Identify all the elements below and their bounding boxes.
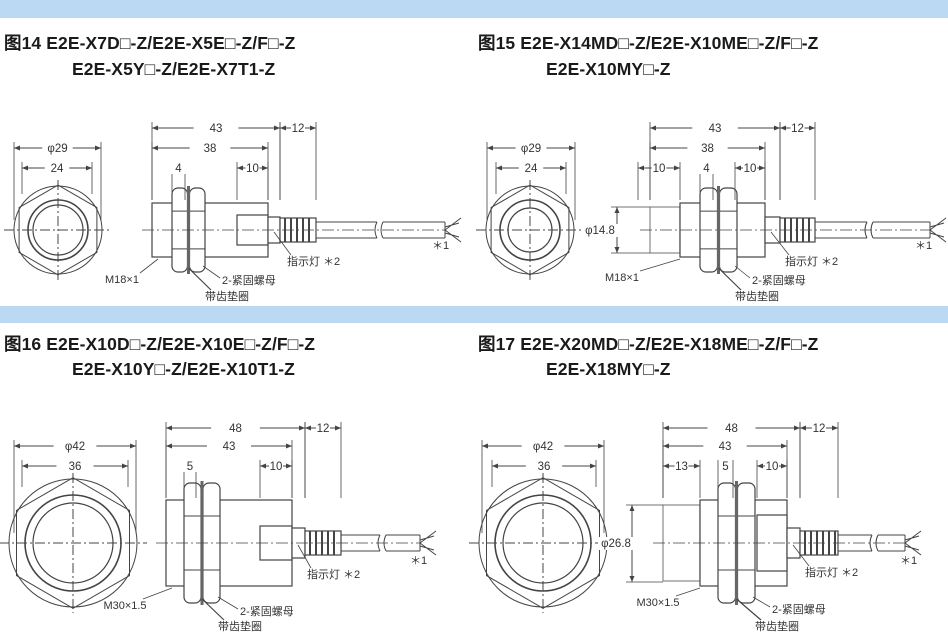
cable-length-label: 12 [317,423,330,435]
cable-note-label: ＊1 [915,240,932,252]
lock-nut-label: 2-紧固螺母 [240,605,294,618]
top-band [0,0,948,18]
dimension-label: 24 [525,163,538,175]
figure-16-title-line1: 图16 E2E-X10D□-Z/E2E-X10E□-Z/F□-Z [4,334,316,354]
front-view: φ29 24 [476,142,584,280]
figure-17-title-line1: 图17 E2E-X20MD□-Z/E2E-X18ME□-Z/F□-Z [478,334,819,354]
washer-label: 带齿垫圈 [205,289,249,303]
dimension-label: φ42 [533,441,553,453]
sensing-head-length-label: 10 [653,163,666,175]
body-length-label: 38 [701,143,714,155]
indicator-label: 指示灯 ＊2 [785,254,838,268]
indicator-length-label: 10 [246,163,259,175]
indicator-length-label: 10 [744,163,757,175]
wire-leads [419,530,437,556]
washer-label: 带齿垫圈 [755,619,799,633]
indicator-label: 指示灯 ＊2 [805,565,858,579]
dimension-label: φ42 [65,441,85,453]
nut-width-label: 4 [703,163,710,175]
indicator-length-label: 10 [270,461,283,473]
nut-width-label: 4 [175,163,182,175]
nut-width-label: 5 [187,461,193,473]
lock-nut-label: 2-紧固螺母 [222,274,276,287]
wire-leads [904,530,922,556]
cable-note-label: ＊1 [900,555,917,567]
wire-leads [929,217,947,243]
dimension-label: 36 [69,461,82,473]
figure-17-title-line2: E2E-X18MY□-Z [546,359,671,379]
washer-label: 带齿垫圈 [735,289,779,303]
sensing-head-length-label: 13 [675,461,688,473]
head-diameter-label: φ26.8 [601,538,631,550]
figure-16-title-line2: E2E-X10Y□-Z/E2E-X10T1-Z [72,359,295,379]
lock-nut-label: 2-紧固螺母 [752,274,806,287]
dimension-label: 24 [51,163,64,175]
overall-length-label: 43 [210,123,223,135]
cable-length-label: 12 [292,123,305,135]
middle-band [0,306,948,323]
cable-length-label: 12 [791,123,804,135]
dimension-label: 36 [538,461,551,473]
head-diameter-label: φ14.8 [585,225,615,237]
front-view: φ42 36 [0,440,147,613]
toothed-washer [717,186,720,274]
overall-length-label: 48 [725,423,738,435]
thread-label: M18×1 [105,274,139,286]
figure-15-title-line2: E2E-X10MY□-Z [546,59,671,79]
front-view: φ29 24 [4,142,112,280]
overall-length-label: 43 [709,123,722,135]
overall-length-label: 48 [229,423,242,435]
front-view: φ42 36 [469,440,617,613]
cable-note-label: ＊1 [410,555,427,567]
indicator-label: 指示灯 ＊2 [307,567,360,581]
cable-note-label: ＊1 [432,240,449,252]
dimension-label: φ29 [521,143,541,155]
lock-nut-label: 2-紧固螺母 [772,603,826,616]
figure-14-title-line1: 图14 E2E-X7D□-Z/E2E-X5E□-Z/F□-Z [4,33,296,53]
indicator-length-label: 10 [766,461,779,473]
indicator-label: 指示灯 ＊2 [287,254,340,268]
body-length-label: 43 [719,441,732,453]
figure-14-title-line2: E2E-X5Y□-Z/E2E-X7T1-Z [72,59,276,79]
thread-label: M18×1 [605,272,639,284]
nut-width-label: 5 [722,461,728,473]
body-length-label: 38 [204,143,217,155]
body-length-label: 43 [223,441,236,453]
figure-15-title-line1: 图15 E2E-X14MD□-Z/E2E-X10ME□-Z/F□-Z [478,33,819,53]
thread-label: M30×1.5 [636,597,679,609]
thread-label: M30×1.5 [103,600,146,612]
washer-label: 带齿垫圈 [218,619,262,633]
cable-length-label: 12 [813,423,826,435]
wire-leads [444,217,462,243]
dimension-label: φ29 [47,143,67,155]
